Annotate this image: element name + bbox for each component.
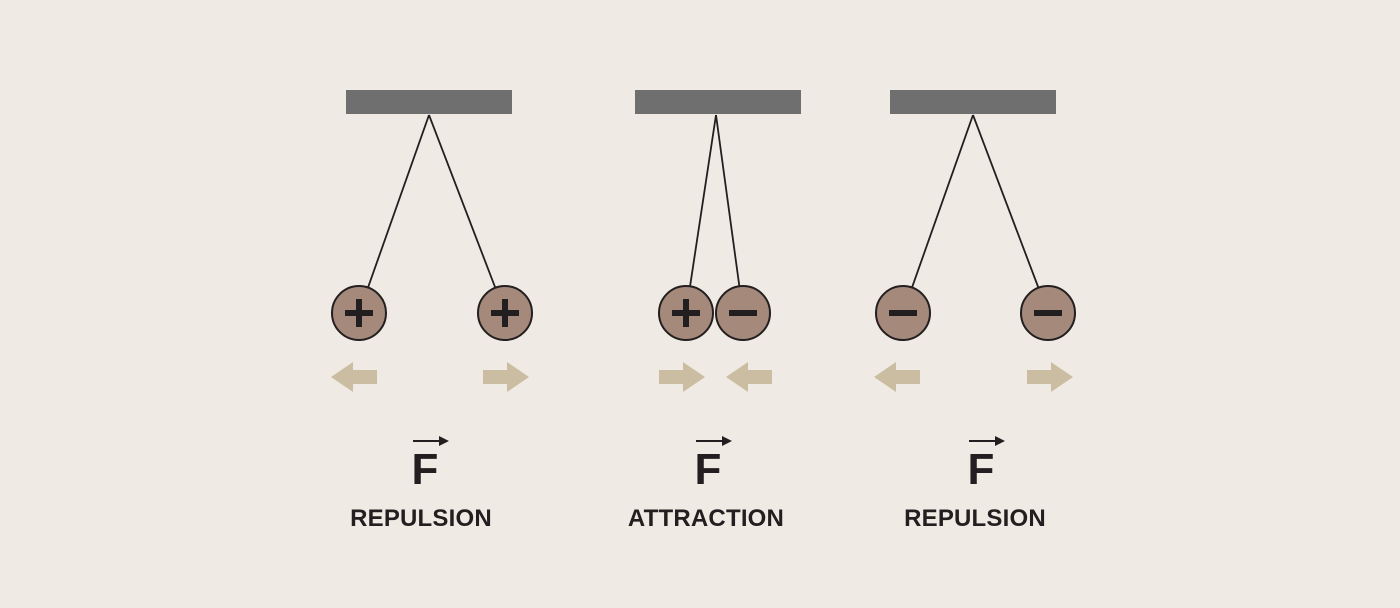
plus-icon-vertical bbox=[502, 299, 508, 327]
force-symbol-panel-3: F bbox=[967, 445, 995, 494]
minus-icon bbox=[1034, 310, 1062, 316]
minus-icon bbox=[889, 310, 917, 316]
support-bar bbox=[635, 90, 801, 114]
plus-icon-vertical bbox=[683, 299, 689, 327]
minus-icon bbox=[729, 310, 757, 316]
vector-arrow-icon bbox=[722, 436, 732, 446]
plus-icon-vertical bbox=[356, 299, 362, 327]
vector-arrow-icon bbox=[439, 436, 449, 446]
charged-ball bbox=[715, 285, 771, 341]
string-line bbox=[428, 114, 497, 289]
force-symbol-panel-2: F bbox=[694, 445, 722, 494]
charged-ball bbox=[658, 285, 714, 341]
force-arrow-right-icon bbox=[1027, 362, 1073, 392]
support-bar bbox=[890, 90, 1056, 114]
string-line bbox=[972, 114, 1040, 289]
charged-ball bbox=[1020, 285, 1076, 341]
string-line bbox=[911, 114, 974, 288]
panel-label-repulsion-right: REPULSION bbox=[904, 505, 1046, 532]
pendulum-panel-1 bbox=[331, 90, 533, 446]
force-arrow-right-icon bbox=[483, 362, 529, 392]
string-line bbox=[367, 114, 430, 288]
charged-ball bbox=[477, 285, 533, 341]
charged-ball bbox=[331, 285, 387, 341]
force-symbol-panel-1: F bbox=[411, 445, 439, 494]
pendulum-panel-2 bbox=[635, 90, 801, 446]
force-arrow-left-icon bbox=[874, 362, 920, 392]
force-arrow-left-icon bbox=[726, 362, 772, 392]
force-arrow-left-icon bbox=[331, 362, 377, 392]
support-bar bbox=[346, 90, 512, 114]
charged-ball bbox=[875, 285, 931, 341]
string-line bbox=[689, 114, 717, 287]
pendulum-panel-3 bbox=[874, 90, 1076, 446]
panel-label-attraction: ATTRACTION bbox=[627, 505, 785, 532]
vector-arrow-icon bbox=[995, 436, 1005, 446]
string-line bbox=[715, 114, 741, 287]
force-arrow-right-icon bbox=[659, 362, 705, 392]
panel-label-repulsion-left: REPULSION bbox=[350, 505, 492, 532]
